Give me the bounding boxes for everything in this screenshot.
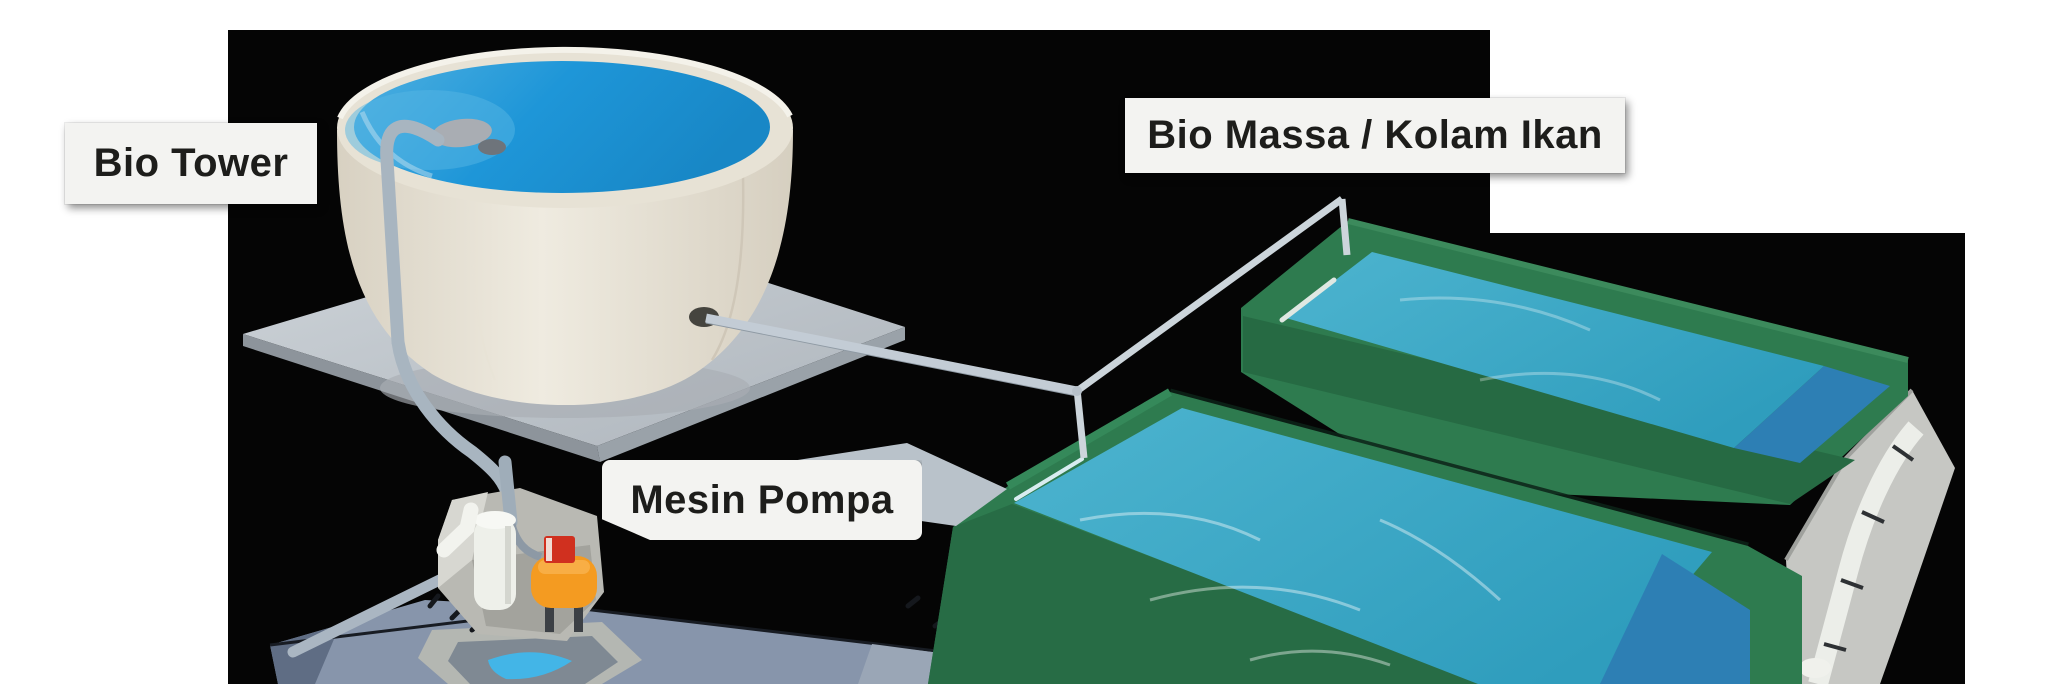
- railing-post-back: [1338, 198, 1351, 256]
- supply-pipe-bridge: [689, 196, 1351, 459]
- drain-pipe-white: [1808, 421, 1924, 684]
- tower-intake-pipe: [380, 118, 514, 495]
- mesin-pompa-label: Mesin Pompa: [602, 460, 922, 540]
- sump-water: [488, 652, 572, 680]
- bio-massa-label-text: Bio Massa / Kolam Ikan: [1147, 113, 1603, 157]
- mesin-pompa-label-text: Mesin Pompa: [630, 477, 894, 522]
- fish-tank-back-water: [1286, 252, 1824, 448]
- bio-tower-label-text: Bio Tower: [93, 141, 289, 185]
- railing-post-front: [1073, 388, 1088, 459]
- pump-machine: [436, 455, 604, 641]
- bio-tower-label: Bio Tower: [65, 123, 317, 204]
- bio-massa-label: Bio Massa / Kolam Ikan: [1125, 98, 1625, 173]
- fish-tank-front-water: [1014, 408, 1712, 684]
- pipe-tower-to-tanks: [705, 313, 1078, 396]
- fish-tank-back-deep-water: [1734, 366, 1890, 463]
- railing-rail: [1074, 196, 1345, 394]
- fish-tank-front-deep-water: [1600, 554, 1750, 684]
- fish-tank-back: [1241, 218, 1909, 505]
